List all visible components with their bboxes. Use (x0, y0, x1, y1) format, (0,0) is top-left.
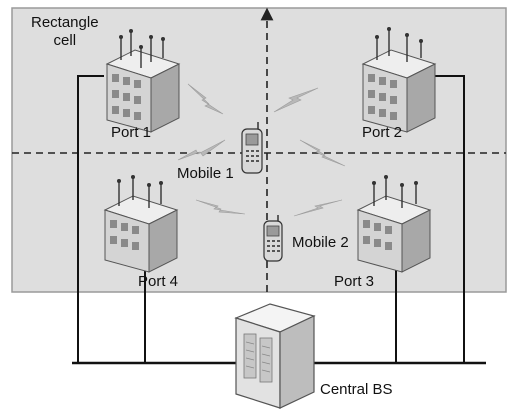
mobile2-label: Mobile 2 (292, 234, 349, 251)
rectangle-cell-label-line1: Rectangle (31, 14, 99, 31)
wireless-links (177, 83, 346, 217)
link-port1-mobile1 (187, 83, 224, 115)
central-bs-server-icon (234, 303, 316, 409)
link-port3-mobile2 (293, 199, 343, 217)
port4-label: Port 4 (138, 273, 179, 290)
link-port4-mobile1 (177, 139, 226, 161)
port1-building-icon (105, 29, 181, 133)
mobile1-phone-icon (241, 122, 263, 174)
port1-label: Port 1 (111, 124, 152, 141)
link-port3-mobile1 (299, 139, 346, 167)
port2-label: Port 2 (362, 124, 403, 141)
rectangle-cell-label-line2: cell (53, 32, 77, 49)
wire-port1 (77, 75, 104, 363)
mobile2-phone-icon (263, 215, 283, 262)
port2-building-icon (361, 27, 437, 133)
port3-label: Port 3 (334, 273, 375, 290)
mobile1-label: Mobile 1 (177, 165, 234, 182)
port4-building-icon (103, 175, 179, 273)
port3-building-icon (356, 175, 432, 273)
central-bs-label: Central BS (320, 381, 393, 398)
rectangle-cell-label: Rectangle cell (31, 14, 99, 50)
link-port4-mobile2 (195, 199, 246, 215)
wire-port2 (432, 75, 465, 363)
link-port2-mobile1 (273, 87, 319, 113)
